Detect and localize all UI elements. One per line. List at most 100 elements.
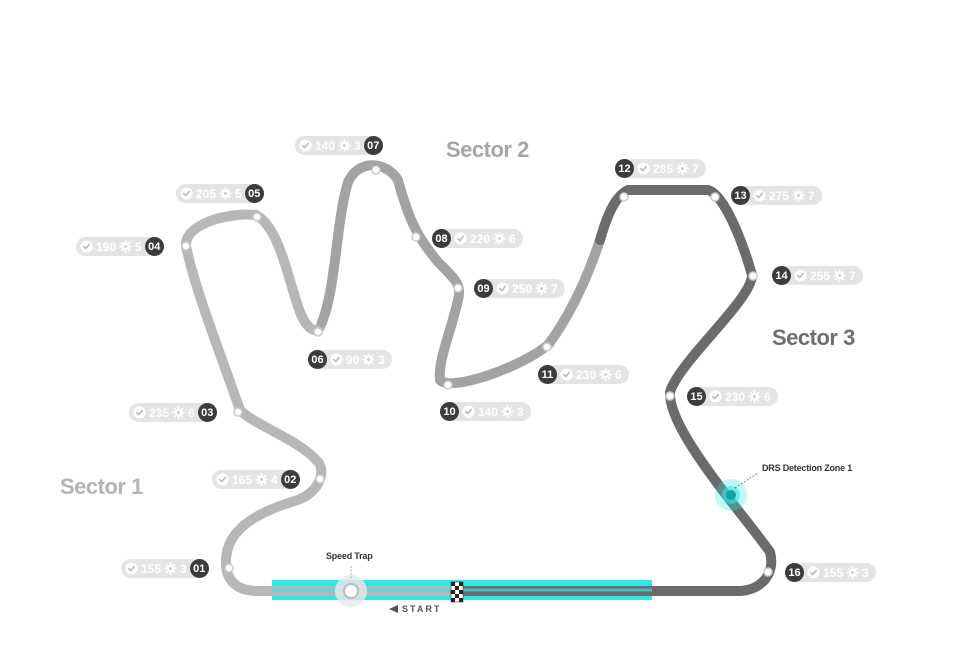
corner-number: 01	[189, 559, 209, 578]
corner-gear: 6	[509, 231, 516, 246]
speedometer-check-icon	[299, 139, 312, 152]
speedometer-check-icon	[125, 562, 138, 575]
speedometer-check-icon	[709, 390, 722, 403]
speedometer-check-icon	[133, 406, 146, 419]
speedometer-check-icon	[330, 353, 343, 366]
corner-speed: 205	[196, 186, 217, 201]
corner-info-14: 14 255 7	[772, 266, 863, 285]
start-arrow-icon	[389, 605, 398, 613]
corner-dot-16	[763, 567, 773, 577]
corner-dot-01	[224, 563, 234, 573]
corner-number: 11	[538, 365, 557, 384]
corner-dot-07	[371, 165, 381, 175]
corner-speed: 155	[141, 561, 162, 576]
corner-number: 12	[615, 159, 634, 178]
corner-number: 07	[363, 136, 383, 155]
corner-dot-12	[619, 192, 629, 202]
corner-gear: 5	[235, 186, 242, 201]
drs-detection-label: DRS Detection Zone 1	[762, 463, 853, 473]
corner-number: 08	[432, 229, 451, 248]
corner-gear: 5	[135, 239, 142, 254]
corner-speed: 255	[810, 268, 831, 283]
gear-icon	[833, 269, 846, 282]
corner-speed: 220	[470, 231, 491, 246]
corner-dot-14	[748, 271, 758, 281]
corner-gear: 3	[354, 138, 361, 153]
speedometer-check-icon	[637, 162, 650, 175]
corner-dot-05	[252, 212, 262, 222]
gear-icon	[164, 562, 177, 575]
corner-number: 16	[785, 563, 804, 582]
corner-gear: 7	[808, 188, 815, 203]
track-sector-1	[181, 209, 460, 596]
corner-dots	[181, 165, 773, 577]
corner-gear: 6	[764, 389, 771, 404]
gear-icon	[255, 473, 268, 486]
corner-dot-08	[411, 232, 421, 242]
gear-icon	[676, 162, 689, 175]
corner-info-16: 16 155 3	[785, 563, 876, 582]
corner-gear: 7	[692, 161, 699, 176]
corner-dot-11	[542, 342, 552, 352]
speed-trap-marker	[335, 566, 367, 607]
speedometer-check-icon	[180, 187, 193, 200]
corner-number: 10	[440, 402, 459, 421]
corner-number: 02	[280, 470, 300, 489]
corner-speed: 230	[576, 367, 597, 382]
corner-number: 13	[731, 186, 750, 205]
corner-speed: 90	[346, 352, 360, 367]
corner-speed: 165	[232, 472, 253, 487]
corner-number: 04	[144, 237, 164, 256]
corner-info-12: 12 285 7	[615, 159, 706, 178]
speedometer-check-icon	[753, 189, 766, 202]
gear-icon	[219, 187, 232, 200]
corner-speed: 140	[315, 138, 336, 153]
corner-gear: 7	[551, 281, 558, 296]
gear-icon	[846, 566, 859, 579]
corner-speed: 155	[823, 565, 844, 580]
corner-number: 15	[687, 387, 706, 406]
speedometer-check-icon	[807, 566, 820, 579]
corner-speed: 230	[725, 389, 746, 404]
speedometer-check-icon	[462, 405, 475, 418]
gear-icon	[748, 390, 761, 403]
corner-gear: 7	[849, 268, 856, 283]
gear-icon	[792, 189, 805, 202]
corner-gear: 3	[378, 352, 386, 367]
speedometer-check-icon	[216, 473, 229, 486]
corner-dot-13	[710, 192, 720, 202]
corner-dot-09	[453, 283, 463, 293]
speedometer-check-icon	[80, 240, 93, 253]
corner-gear: 3	[862, 565, 869, 580]
sector-2-label: Sector 2	[446, 137, 529, 162]
corner-dot-06	[313, 327, 323, 337]
gear-icon	[172, 406, 185, 419]
speedometer-check-icon	[560, 368, 573, 381]
corner-speed: 285	[653, 161, 674, 176]
corner-number: 14	[772, 266, 791, 285]
speedometer-check-icon	[496, 282, 509, 295]
corner-number: 09	[474, 279, 493, 298]
gear-icon	[493, 232, 506, 245]
gear-icon	[501, 405, 514, 418]
sector-1-label: Sector 1	[60, 474, 143, 499]
track-sector-3	[450, 185, 777, 596]
speedometer-check-icon	[454, 232, 467, 245]
corner-dot-03	[233, 407, 243, 417]
corner-dot-15	[665, 391, 675, 401]
speed-trap-label: Speed Trap	[326, 551, 373, 561]
corner-number: 03	[197, 403, 217, 422]
corner-speed: 190	[96, 239, 117, 254]
corner-speed: 250	[512, 281, 533, 296]
corner-info-15: 15 230 6	[687, 387, 778, 406]
corner-gear: 3	[180, 561, 187, 576]
